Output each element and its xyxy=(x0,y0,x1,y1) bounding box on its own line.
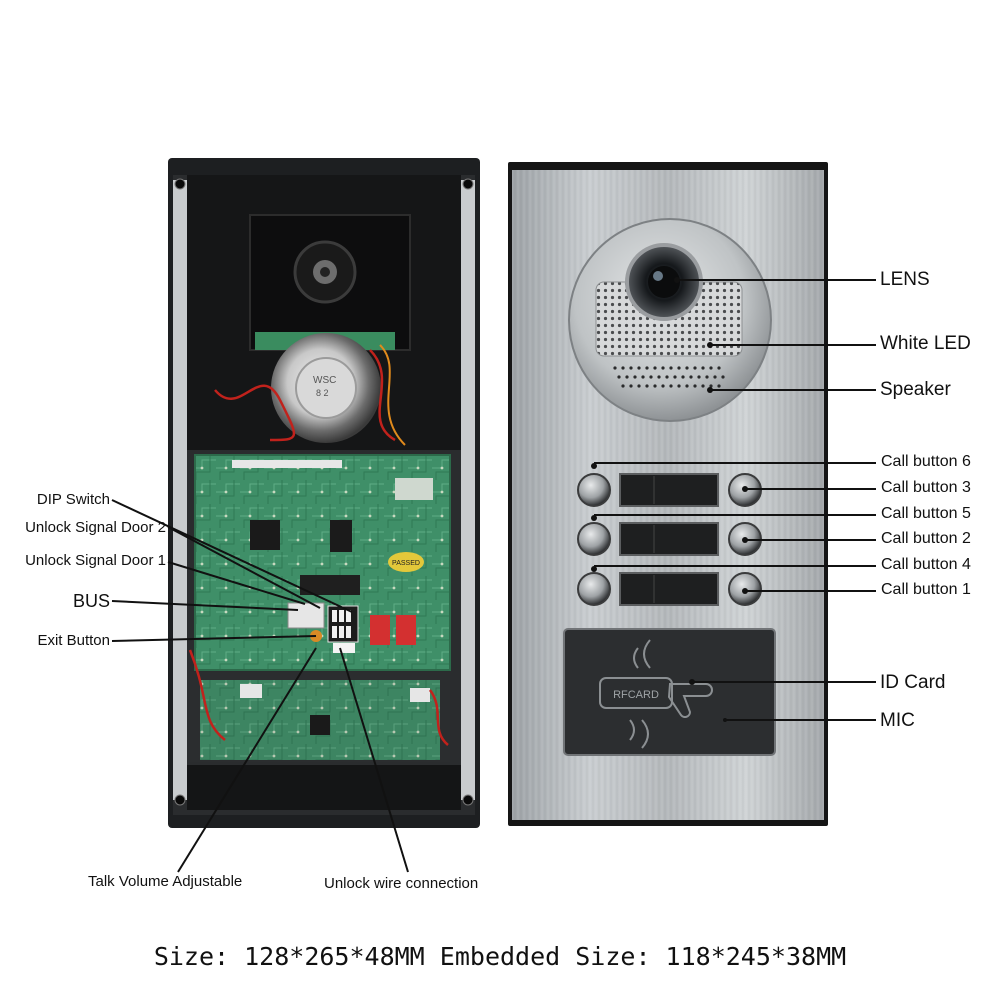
label-exit-button: Exit Button xyxy=(37,632,110,649)
label-dip-switch: DIP Switch xyxy=(36,491,110,508)
label-call-button-5: Call button 5 xyxy=(881,505,971,522)
hand-card-icon xyxy=(667,683,713,718)
call-button-row-2 xyxy=(577,522,762,556)
passed-sticker xyxy=(388,552,424,572)
label-mic: MIC xyxy=(880,710,915,731)
label-bus: BUS xyxy=(72,591,110,611)
name-window-1 xyxy=(619,473,719,507)
call-button-row-3 xyxy=(577,572,762,606)
back-unit: WSC 8 2 PASSED xyxy=(168,158,480,828)
call-button-4 xyxy=(577,572,611,606)
call-button-row-1 xyxy=(577,473,762,507)
name-window-3 xyxy=(619,572,719,606)
label-call-button-2: Call button 2 xyxy=(881,530,971,547)
size-caption: Size: 128*265*48MM Embedded Size: 118*24… xyxy=(153,942,847,971)
label-lens: LENS xyxy=(880,269,930,290)
label-call-button-4: Call button 4 xyxy=(881,556,971,573)
label-speaker: Speaker xyxy=(880,379,951,400)
name-window-2 xyxy=(619,522,719,556)
call-button-6 xyxy=(577,473,611,507)
callout-lines-left xyxy=(111,499,409,873)
label-call-button-6: Call button 6 xyxy=(881,453,971,470)
label-unlock-signal-door-2: Unlock Signal Door 2 xyxy=(25,519,166,536)
label-unlock-signal-door-1: Unlock Signal Door 1 xyxy=(25,552,166,569)
callout-lines-right xyxy=(594,279,876,721)
rfcard-print: RFCARD xyxy=(613,689,659,701)
label-talk-volume: Talk Volume Adjustable xyxy=(88,873,243,890)
speaker-grille xyxy=(613,366,725,388)
label-unlock-wire: Unlock wire connection xyxy=(324,875,479,892)
label-white-led: White LED xyxy=(880,333,971,354)
svg-text:8 2: 8 2 xyxy=(316,388,329,398)
label-call-button-3: Call button 3 xyxy=(881,479,971,496)
passed-sticker-text: PASSED xyxy=(392,560,420,567)
svg-text:WSC: WSC xyxy=(313,375,336,386)
callout-dots-right xyxy=(591,277,748,685)
front-panel: RFCARD xyxy=(508,162,828,826)
call-button-5 xyxy=(577,522,611,556)
label-call-button-1: Call button 1 xyxy=(881,581,971,598)
label-id-card: ID Card xyxy=(880,672,946,693)
